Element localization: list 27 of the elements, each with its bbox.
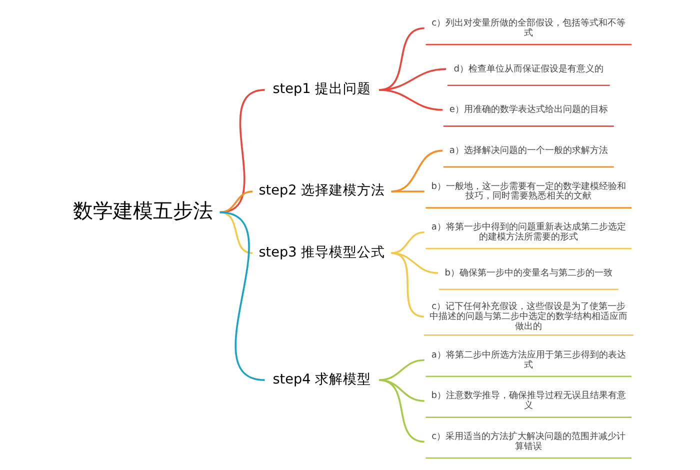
node-text: 数学建模五步法 [73,198,214,222]
connector [391,190,424,192]
connector [391,150,443,192]
node-text: step1 提出问题 [272,81,372,98]
connector [220,89,265,214]
node-text: c）采用适当的方法扩大解决问题的范围并减少计算错误 [432,432,626,452]
node-text: b）确保第一步中的变量名与第二步的一致 [444,268,613,278]
node-text: c）记下任何补充假设，这些假设是为了使第一步中描述的问题与第二步中选定的数学结构相适应而做出的 [430,302,628,332]
connector [391,231,424,254]
node-text: a）选择解决问题的一个一般的求解方法 [449,146,608,156]
node-text: b）一般地，这一步需要有一定的数学建模经验和技巧，同时需要熟悉相关的文献 [431,182,626,202]
connector [378,89,443,111]
node-text: b）注意数学推导，确保推导过程无误且结果有意义 [431,391,626,412]
node-text: step3 推导模型公式 [258,244,386,260]
connector [220,190,253,214]
node-text: step4 求解模型 [272,371,372,388]
node-text: step2 选择建模方法 [258,182,386,199]
node-text: a）将第一步中得到的问题重新表达成第二步选定的建模方法所需要的形式 [431,222,626,243]
node-text: c）列出对变量所做的全部假设，包括等式和不等式 [432,18,626,39]
connector [391,252,424,318]
node-text: d）检查单位从而保证假设是有意义的 [454,64,604,74]
node-text: a）将第二步中所选方法应用于第三步得到的表达式 [431,350,626,370]
connector [220,211,265,381]
connector [378,379,424,443]
node-text: e）用准确的数学表达式给出问题的目标 [449,105,608,116]
connector [220,211,253,254]
connector [378,359,424,381]
